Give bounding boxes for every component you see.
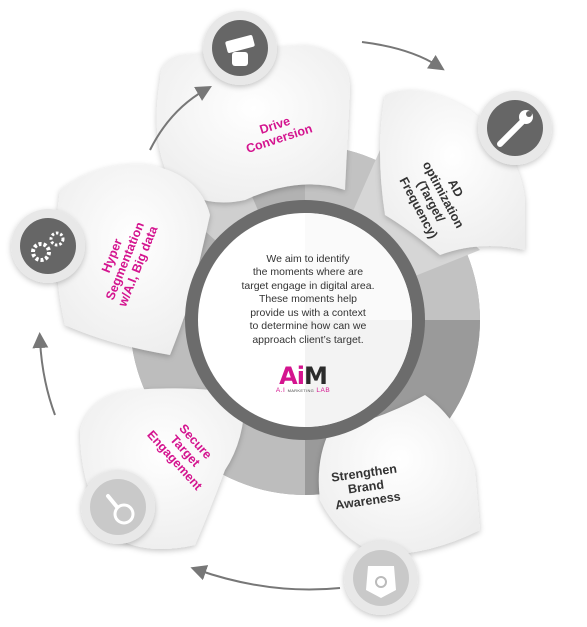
arrow-top-left	[149, 86, 212, 151]
center-description: We aim to identify the moments where are…	[241, 253, 375, 346]
arrow-bottom	[190, 565, 341, 591]
arrow-top-right	[361, 41, 445, 71]
brand-mark: AiM	[279, 362, 328, 390]
petal-drive	[156, 45, 350, 203]
arrow-left	[32, 332, 56, 416]
inner-ring	[185, 200, 425, 440]
brand-logo: AiM A.I MARKETING LAB	[262, 364, 344, 396]
gears-icon	[11, 209, 85, 283]
petal-brand	[318, 395, 480, 555]
wrench-icon	[478, 91, 552, 165]
brand-subtitle: A.I MARKETING LAB	[275, 387, 331, 394]
search-icon	[81, 470, 155, 544]
camera-icon	[203, 11, 277, 85]
petal-hyper	[56, 164, 210, 355]
gear-badge-icon	[344, 541, 418, 615]
